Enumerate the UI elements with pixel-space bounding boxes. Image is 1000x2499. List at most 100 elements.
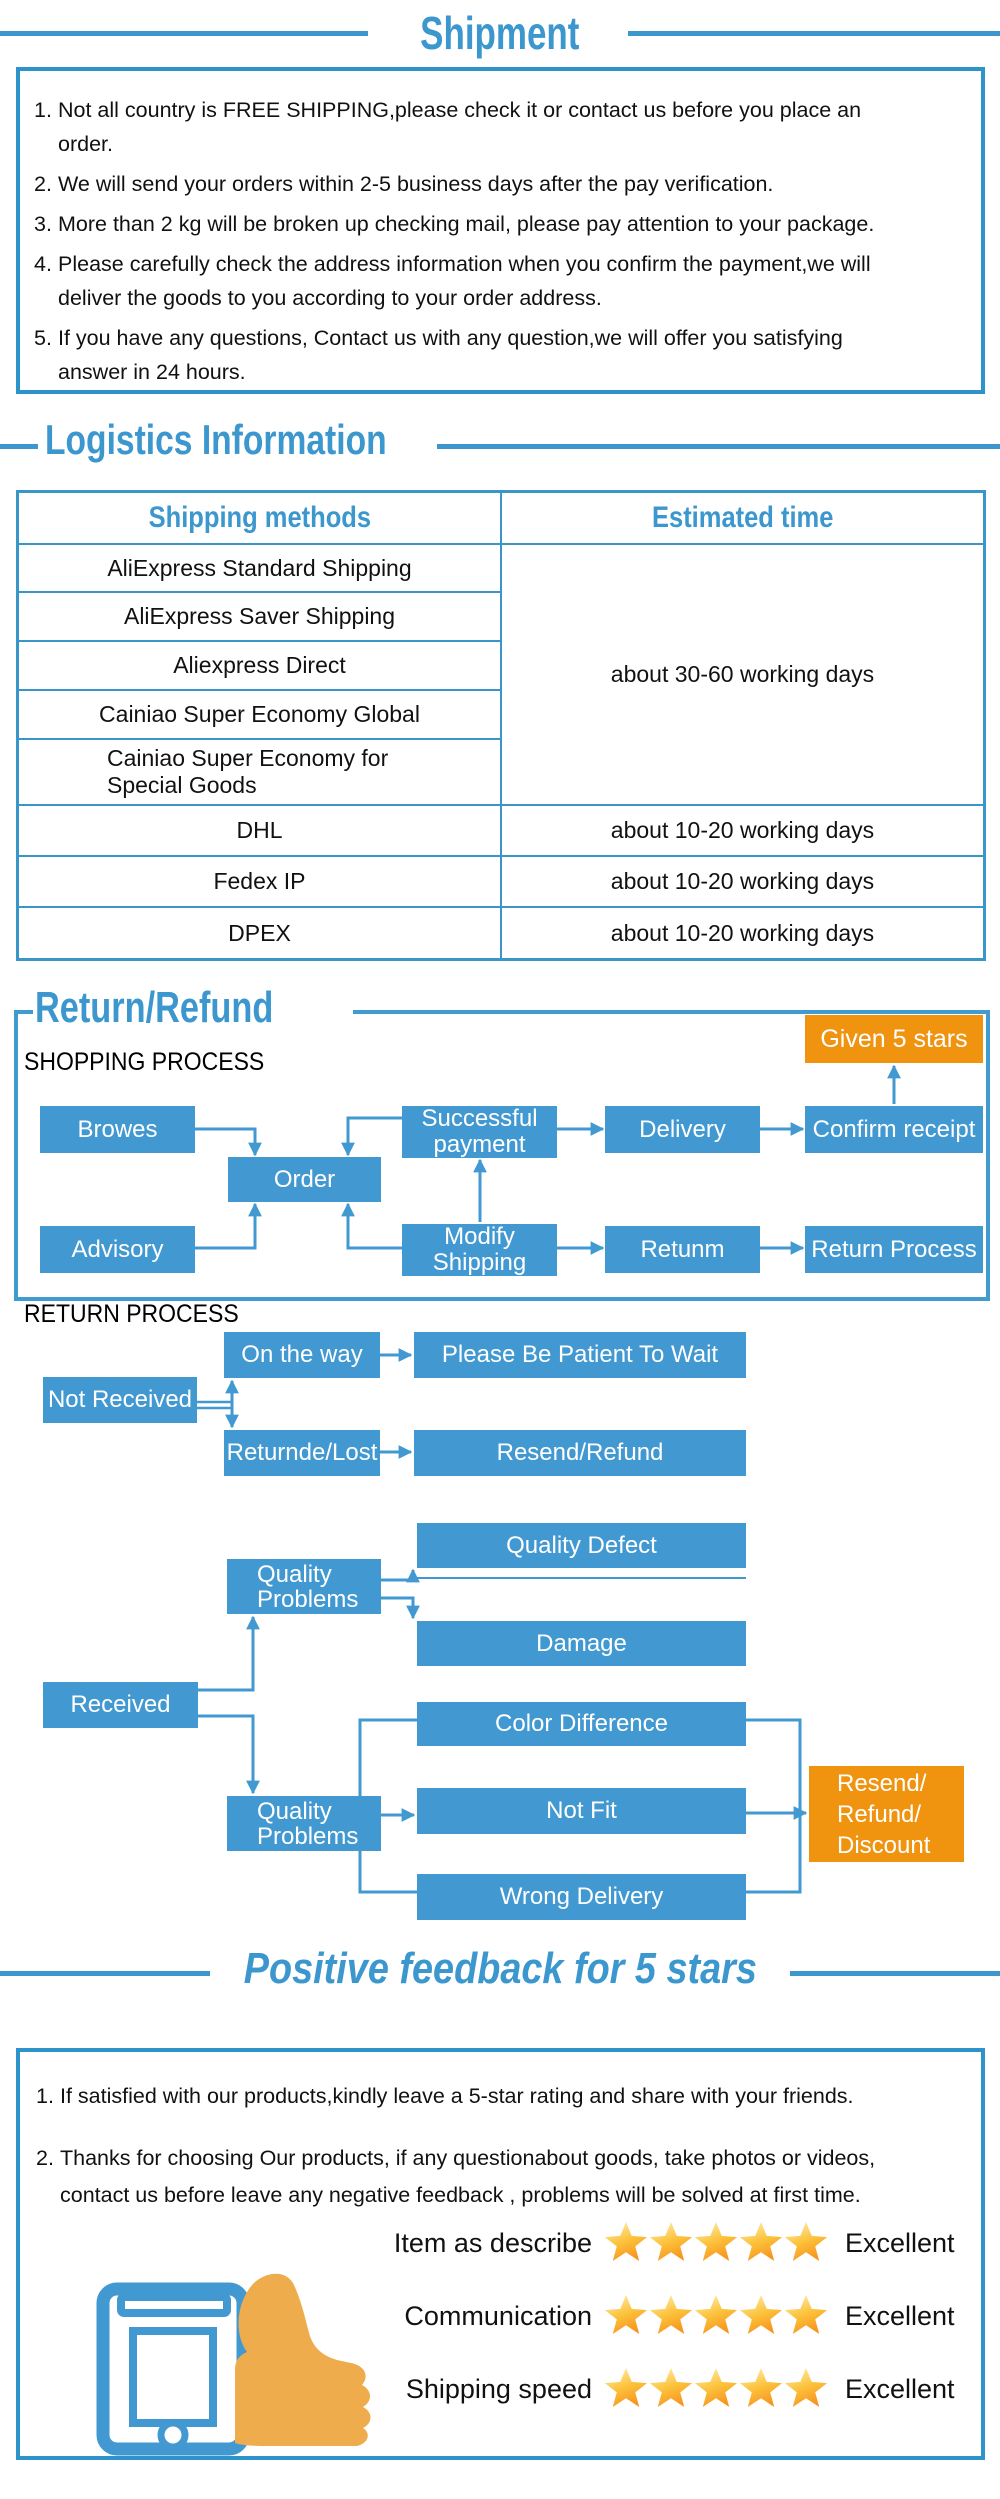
item-number: 5. (34, 326, 52, 350)
flow-box-modify-shipping: Modify Shipping (402, 1224, 557, 1276)
flow-box-advisory: Advisory (40, 1226, 195, 1273)
flow-box-color-difference: Color Difference (417, 1702, 746, 1746)
shipment-notes-box: 1. Not all country is FREE SHIPPING,plea… (16, 67, 985, 394)
artifact-line (417, 1577, 746, 1579)
rating-text: Excellent (845, 2227, 955, 2258)
list-item: 5. If you have any questions, Contact us… (34, 321, 975, 389)
divider-line (628, 31, 1000, 36)
flow-box-retunm: Retunm (605, 1226, 760, 1273)
star-icon (604, 2368, 648, 2408)
item-text: Not all country is FREE SHIPPING,please … (58, 98, 862, 156)
item-number: 1. (34, 98, 52, 122)
table-row-method: AliExpress Saver Shipping (19, 591, 500, 640)
flow-box-on-the-way: On the way (224, 1332, 380, 1378)
flow-box-return-process: Return Process (805, 1226, 983, 1273)
phone-icon (96, 2282, 250, 2456)
table-cell-time-group: about 30-60 working days (500, 543, 983, 804)
list-item: 2. We will send your orders within 2-5 b… (34, 167, 975, 201)
star-icon (604, 2222, 648, 2262)
flow-box-order: Order (228, 1157, 381, 1202)
shopping-process-label: SHOPPING PROCESS (24, 1048, 265, 1076)
star-rating (604, 2368, 829, 2410)
table-cell-time: about 10-20 working days (500, 804, 983, 855)
star-icon (784, 2222, 828, 2262)
star-icon (649, 2295, 693, 2335)
table-row-method: AliExpress Standard Shipping (19, 543, 500, 591)
logistics-section-title: Logistics Information (45, 416, 472, 464)
table-row-method: Cainiao Super Economy for Special Goods (19, 738, 500, 804)
flow-box-confirm-receipt: Confirm receipt (805, 1106, 983, 1153)
section-title-text: Shipment (420, 7, 580, 59)
star-icon (739, 2295, 783, 2335)
star-icon (784, 2368, 828, 2408)
section-title-text: Logistics Information (45, 416, 387, 463)
item-text: If you have any questions, Contact us wi… (58, 326, 843, 384)
table-header-shipping-methods: Shipping methods (148, 501, 371, 534)
flow-box-quality-defect: Quality Defect (417, 1523, 746, 1568)
flow-box-quality-problems: Quality Problems (227, 1796, 381, 1851)
star-rating (604, 2222, 829, 2264)
star-rating (604, 2295, 829, 2337)
phone-thumbs-up-icon (96, 2273, 371, 2456)
flow-box-received: Received (43, 1682, 198, 1728)
rating-label: Item as describe (393, 2227, 592, 2258)
star-icon (694, 2222, 738, 2262)
item-number: 2. (34, 172, 52, 196)
flow-box-returnde-lost: Returnde/Lost (224, 1430, 380, 1476)
star-icon (604, 2295, 648, 2335)
list-item: 4. Please carefully check the address in… (34, 247, 975, 315)
item-text: Please carefully check the address infor… (58, 252, 871, 310)
shipment-section-title: Shipment (0, 6, 1000, 60)
item-text: We will send your orders within 2-5 busi… (58, 172, 774, 196)
flow-box-delivery: Delivery (605, 1106, 760, 1153)
rating-row: Item as describe Excellent (380, 2217, 980, 2269)
item-text: If satisfied with our products,kindly le… (60, 2084, 854, 2108)
flow-box-browes: Browes (40, 1106, 195, 1153)
divider-line (0, 444, 38, 449)
item-text: Thanks for choosing Our products, if any… (60, 2146, 876, 2207)
flow-box-not-fit: Not Fit (417, 1788, 746, 1834)
star-icon (694, 2368, 738, 2408)
divider-line (0, 1971, 210, 1976)
section-title-text: Positive feedback for 5 stars (243, 1944, 757, 1993)
item-number: 3. (34, 212, 52, 236)
flow-box-wrong-delivery: Wrong Delivery (417, 1874, 746, 1920)
flow-box-quality-problems: Quality Problems (227, 1559, 381, 1614)
table-row-method: DHL (19, 804, 500, 855)
item-number: 2. (36, 2146, 54, 2170)
table-row-method: DPEX (19, 906, 500, 958)
list-item: 2. Thanks for choosing Our products, if … (36, 2140, 971, 2214)
flow-box-not-received: Not Received (43, 1377, 197, 1423)
table-row-method: Fedex IP (19, 855, 500, 906)
flow-box-successful-payment: Successful payment (402, 1106, 557, 1158)
star-icon (784, 2295, 828, 2335)
star-icon (649, 2222, 693, 2262)
flow-box-please-wait: Please Be Patient To Wait (414, 1332, 746, 1378)
flow-box-given-5-stars: Given 5 stars (805, 1015, 983, 1063)
table-cell-time: about 10-20 working days (500, 855, 983, 906)
flow-box-damage: Damage (417, 1621, 746, 1666)
star-icon (739, 2368, 783, 2408)
rating-label: Shipping speed (405, 2373, 592, 2404)
return-process-label: RETURN PROCESS (24, 1300, 239, 1328)
star-icon (739, 2222, 783, 2262)
star-icon (649, 2368, 693, 2408)
logistics-table: Shipping methods Estimated time AliExpre… (16, 490, 986, 961)
rating-text: Excellent (845, 2300, 955, 2331)
item-number: 1. (36, 2084, 54, 2108)
rating-row: Communication Excellent (380, 2290, 980, 2342)
table-header-estimated-time: Estimated time (500, 493, 983, 543)
feedback-section-title: Positive feedback for 5 stars (0, 1944, 1000, 1994)
list-item: 3. More than 2 kg will be broken up chec… (34, 207, 975, 241)
flow-box-resend-refund-discount: Resend/ Refund/ Discount (809, 1766, 964, 1862)
divider-line (437, 444, 1000, 449)
list-item: 1. If satisfied with our products,kindly… (36, 2078, 971, 2115)
shopping-process-frame (14, 1010, 990, 1301)
table-cell-time: about 10-20 working days (500, 906, 983, 958)
return-refund-section-title: Return/Refund (33, 984, 353, 1042)
list-item: 1. Not all country is FREE SHIPPING,plea… (34, 93, 975, 161)
divider-line (0, 31, 368, 36)
table-row-method: Cainiao Super Economy Global (19, 689, 500, 738)
